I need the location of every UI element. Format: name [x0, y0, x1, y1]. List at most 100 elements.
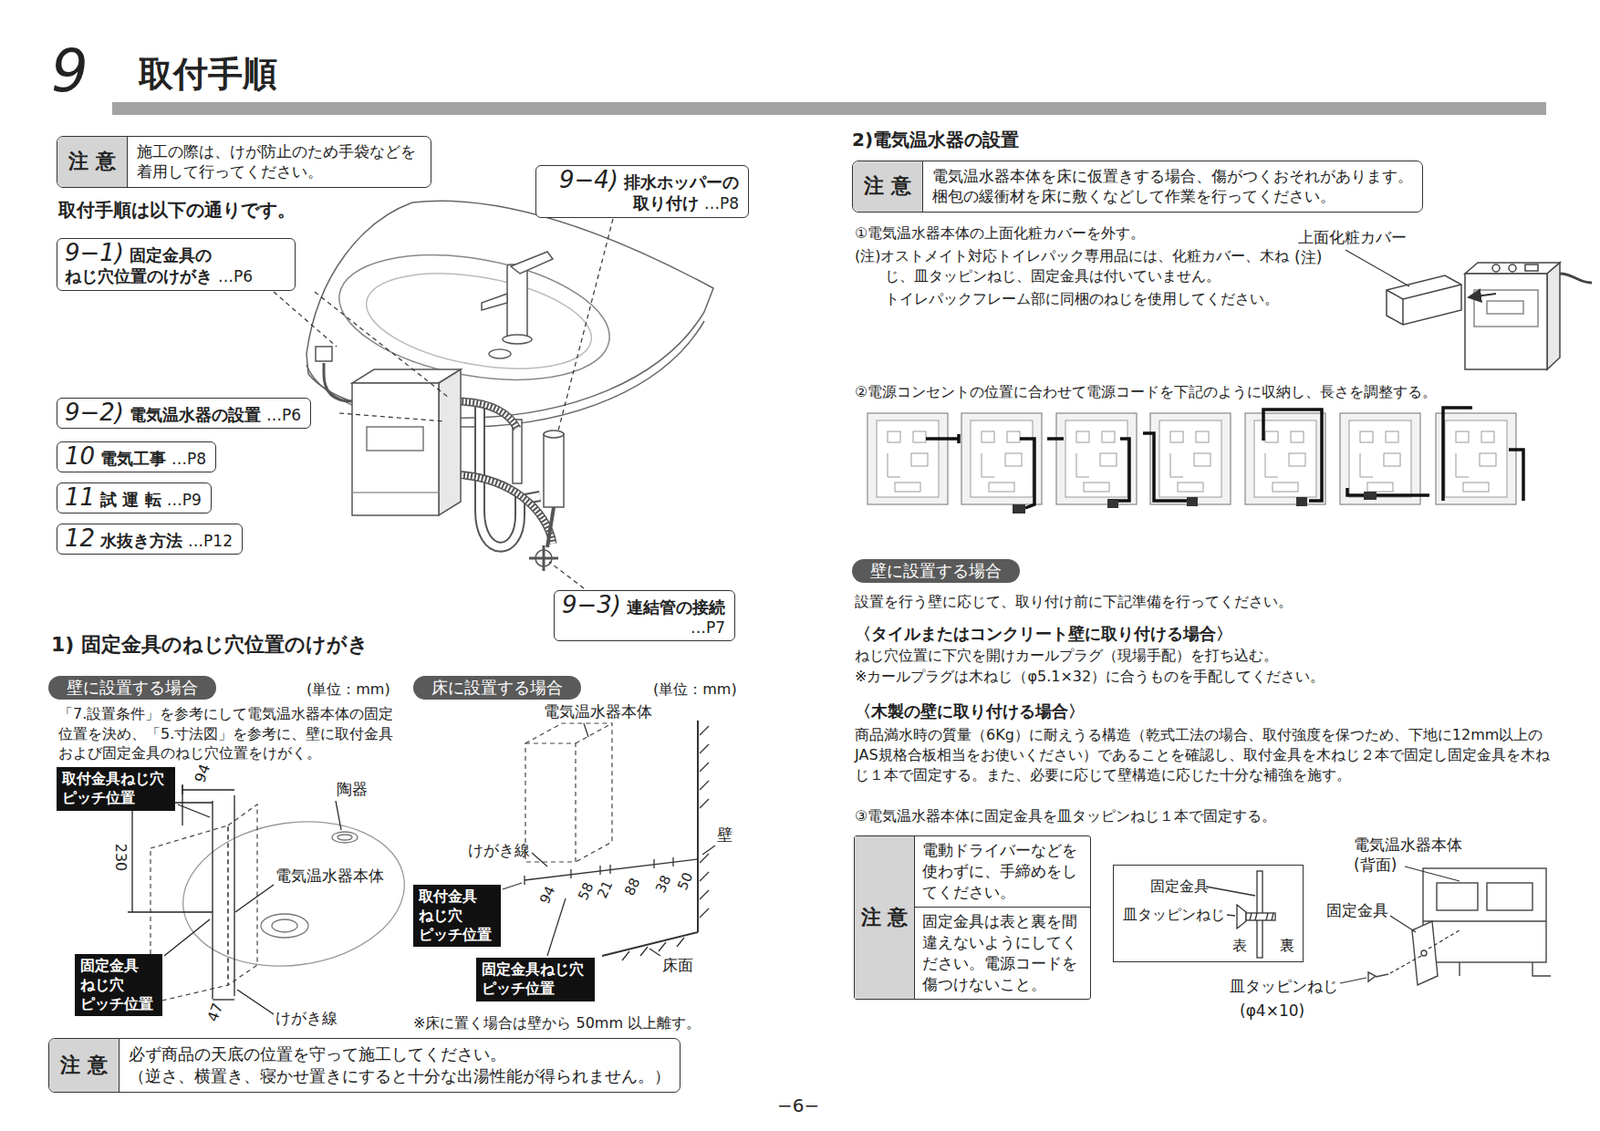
part-label: (背面)	[1353, 855, 1397, 875]
caution-text: 電気温水器本体を床に仮置きする場合、傷がつくおそれがあります。	[932, 166, 1413, 187]
step-callout: 10電気工事…P8	[56, 441, 217, 473]
page-ref: …P9	[166, 490, 202, 510]
dimension-label: 94	[190, 761, 215, 786]
caution-heading: 注 意	[854, 836, 915, 999]
part-label: 固定金具	[1326, 901, 1389, 921]
caution-box: 注 意施工の際は、けが防止のため手袋などを着用して行ってください。	[56, 135, 432, 188]
pitch-label-box: 固定金具 ねじ穴 ピッチ位置	[74, 954, 163, 1017]
sub-heading: 〈木製の壁に取り付ける場合〉	[854, 701, 1085, 723]
part-label: 電気温水器本体	[543, 702, 653, 722]
step-title: 電気温水器の設置	[129, 405, 261, 425]
instruction-text: ②電源コンセントの位置に合わせて電源コードを下記のように収納し、長さを調整する。	[854, 383, 1437, 402]
pitch-label-box: 固定金具ねじ穴 ピッチ位置	[476, 957, 595, 1002]
page-ref: …P6	[266, 405, 302, 425]
page-ref: …P6	[218, 267, 253, 286]
detail-label: 皿タッピンねじ	[1122, 905, 1226, 925]
detail-label: 固定金具	[1150, 877, 1209, 896]
pitch-label-box: 取付金具ねじ穴 ピッチ位置	[56, 767, 176, 811]
step-number: 12	[64, 524, 95, 552]
unit-note: (単位：mm)	[306, 680, 391, 699]
instruction-text: ③電気温水器本体に固定金具を皿タッピンねじ１本で固定する。	[854, 807, 1277, 826]
caution-heading: 注 意	[57, 136, 128, 188]
pitch-label: 固定金具ねじ穴 ピッチ位置	[481, 960, 590, 999]
note-text: (注)オストメイト対応トイレパック専用品には、化粧カバー、木ねじ、皿タッピンねじ…	[854, 246, 1314, 288]
page-ref: …P7	[561, 617, 726, 638]
caution-row: 固定金具は表と裏を間違えないようにしてください。電源コードを傷つけないこと。	[914, 907, 1091, 999]
step-title: 電気工事	[100, 448, 167, 468]
part-label: (注)	[1294, 248, 1322, 268]
caution-text: 梱包の緩衝材を床に敷くなどして作業を行ってください。	[932, 186, 1413, 207]
page-ref: …P8	[171, 449, 207, 468]
caution-row: 電動ドライバーなどを使わずに、手締めをしてください。	[914, 836, 1091, 908]
dimension-label: 88	[621, 875, 645, 899]
step-callout: 9−3)連結管の接続…P7	[553, 590, 736, 642]
dimension-label: 21	[593, 878, 617, 902]
part-label: 床面	[662, 955, 694, 976]
step-title: 水抜き方法	[100, 530, 183, 551]
dimension-label: 230	[111, 843, 130, 873]
step-callout: 9−4)排水ホッパーの 取り付け…P8	[535, 165, 749, 219]
part-label: 陶器	[336, 779, 368, 800]
caution-text: （逆さ、横置き、寝かせ置きにすると十分な出湯性能が得られません。）	[128, 1065, 671, 1088]
part-label: 皿タッピンねじ	[1229, 976, 1339, 997]
step-title: 連結管の接続	[626, 597, 726, 617]
pitch-label: 取付金具 ねじ穴 ピッチ位置	[418, 887, 496, 945]
section-tag: 壁に設置する場合	[48, 675, 217, 700]
instruction-text: ①電気温水器本体の上面化粧カバーを外す。	[854, 224, 1145, 243]
part-label: 上面化粧カバー	[1298, 228, 1407, 248]
caution-body: 必ず商品の天底の位置を守って施工してください。（逆さ、横置き、寝かせ置きにすると…	[119, 1038, 680, 1092]
part-label: 壁	[716, 825, 733, 845]
section-heading: 1) 固定金具のねじ穴位置のけがき	[51, 632, 369, 658]
caution-box: 注 意必ず商品の天底の位置を守って施工してください。（逆さ、横置き、寝かせ置きに…	[48, 1038, 681, 1093]
part-label: 電気温水器本体	[275, 866, 385, 886]
step-number: 9−3)	[561, 591, 622, 619]
note-text: ※カールプラグは木ねじ（φ5.1×32）に合うものを手配してください。	[854, 667, 1325, 686]
detail-box: 固定金具皿タッピンねじ表 裏	[1112, 864, 1304, 963]
instruction-text: 設置を行う壁に応じて、取り付け前に下記準備を行ってください。	[854, 592, 1293, 612]
unit-note: (単位：mm)	[653, 680, 738, 699]
instruction-text: 「7.設置条件」を参考にして電気温水器本体の固定位置を決め、「5.寸法図」を参考…	[58, 704, 404, 764]
detail-label: 表	[1232, 936, 1247, 956]
dimension-label: 47	[203, 1000, 228, 1025]
step-title: 試 運 転	[100, 489, 162, 510]
pitch-label: 取付金具ねじ穴 ピッチ位置	[62, 769, 170, 809]
step-number: 9−4)	[559, 166, 619, 194]
page-ref: …P8	[704, 194, 739, 213]
caution-text: 必ず商品の天底の位置を守って施工してください。	[128, 1043, 671, 1066]
caution-body: 施工の際は、けが防止のため手袋などを着用して行ってください。	[127, 136, 431, 188]
step-number: 9−1)	[64, 238, 125, 267]
caution-box: 注 意電気温水器本体を床に仮置きする場合、傷がつくおそれがあります。梱包の緩衝材…	[851, 160, 1424, 213]
dimension-label: 50	[674, 870, 697, 894]
tag-text: 床に設置する場合	[431, 676, 563, 698]
pitch-label: 固定金具 ねじ穴 ピッチ位置	[80, 956, 157, 1014]
caution-text: 施工の際は、けが防止のため手袋などを着用して行ってください。	[136, 141, 422, 183]
step-number: 10	[64, 442, 95, 470]
page-title: 取付手順	[138, 52, 278, 97]
dimension-label: 38	[652, 872, 676, 896]
annotation: 取付手順は以下の通りです。	[58, 198, 296, 222]
pitch-label-box: 取付金具 ねじ穴 ピッチ位置	[413, 884, 501, 947]
part-label: けがき線	[275, 1008, 338, 1029]
caution-heading: 注 意	[852, 161, 924, 212]
sub-heading: 〈タイルまたはコンクリート壁に取り付ける場合〉	[854, 623, 1233, 645]
section-number: 9	[51, 41, 89, 101]
step-callout: 11試 運 転…P9	[56, 482, 212, 514]
instruction-text: 商品満水時の質量（6Kg）に耐えうる構造（乾式工法の場合、取付強度を保つため、下…	[854, 725, 1559, 786]
part-label: 電気温水器本体	[1353, 835, 1463, 855]
page-ref: …P12	[187, 531, 233, 551]
step-callout: 9−2)電気温水器の設置…P6	[56, 397, 312, 429]
dimension-label: 94	[536, 883, 560, 907]
tag-text: 壁に設置する場合	[870, 560, 1002, 582]
part-label: (φ4×10)	[1239, 1001, 1305, 1021]
section-tag: 壁に設置する場合	[851, 559, 1020, 583]
note-text: トイレパックフレーム部に同梱のねじを使用してください。	[884, 290, 1279, 309]
part-label: けがき線	[467, 841, 530, 861]
section-tag: 床に設置する場合	[413, 675, 582, 700]
detail-label: 裏	[1279, 936, 1295, 956]
page-number: −6−	[777, 1094, 820, 1118]
step-number: 11	[64, 483, 95, 511]
instruction-text: ねじ穴位置に下穴を開けカールプラグ（現場手配）を打ち込む。	[854, 646, 1278, 665]
step-callout: 9−1)固定金具の ねじ穴位置のけがき…P6	[56, 238, 296, 291]
caution-body: 電気温水器本体を床に仮置きする場合、傷がつくおそれがあります。梱包の緩衝材を床に…	[923, 161, 1423, 212]
